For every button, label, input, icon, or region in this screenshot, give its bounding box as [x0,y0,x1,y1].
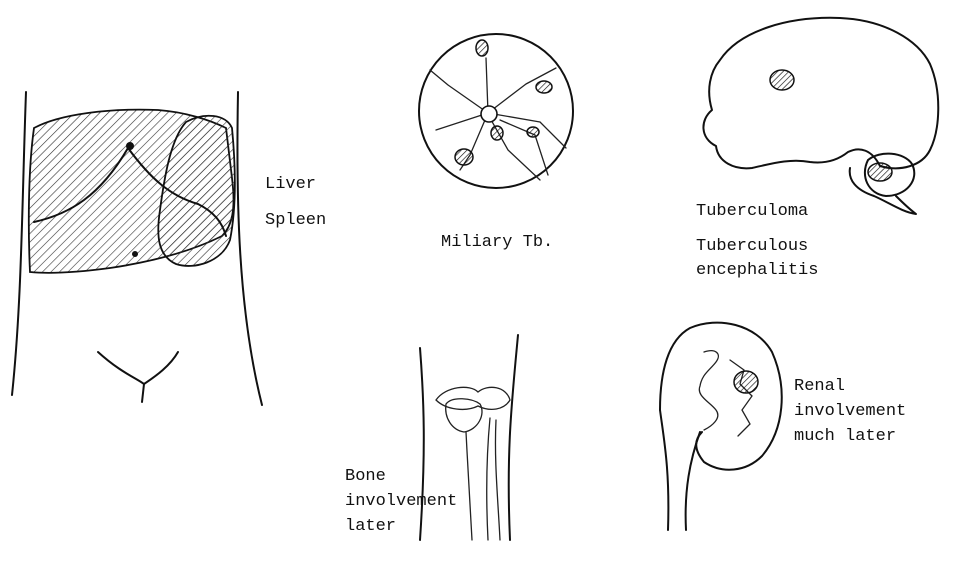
groin-outline [98,352,178,384]
miliary-lung-figure [419,34,573,188]
miliary-lesion [476,40,488,56]
central-focus [481,106,497,122]
miliary-lesion [455,149,473,165]
origin-focus-dot [126,142,134,150]
renal-label-line1: Renal [794,377,845,396]
leg-right-outline [509,335,518,540]
leg-left-outline [420,348,424,540]
brain-outline [703,18,938,168]
femur-condyles [436,387,510,409]
renal-label-line3: much later [794,427,896,446]
tuberculoma-label: Tuberculoma [696,202,808,221]
renal-lesion [734,371,758,393]
miliary-lesion [536,81,552,93]
bone-label-line2: involvement [345,492,457,511]
encephalitis-label-line1: Tuberculous [696,237,808,256]
miliary-label: Miliary Tb. [441,233,553,252]
encephalitis-label-line2: encephalitis [696,261,818,280]
torso-figure [12,92,262,405]
renal-label-line2: involvement [794,402,906,421]
torso-right-outline [237,92,262,405]
liver-label: Liver [265,175,316,194]
tuberculoma-lesion [770,70,794,90]
encephalitis-lesion [868,163,892,181]
torso-left-outline [12,92,26,395]
bone-label-line3: later [345,517,396,536]
miliary-lesion [527,127,539,137]
ureter [660,410,700,530]
kidney-outline [660,323,782,470]
bone-label-line1: Bone [345,467,386,486]
spleen-label: Spleen [265,211,326,230]
kidney-figure [660,323,782,530]
patella [446,399,482,432]
tibia-fibula [466,418,500,540]
vessel-branches [430,58,566,180]
brain-figure [703,18,938,214]
groin-midline [142,384,144,402]
miliary-lesion [491,126,503,140]
navel-dot [132,251,138,257]
